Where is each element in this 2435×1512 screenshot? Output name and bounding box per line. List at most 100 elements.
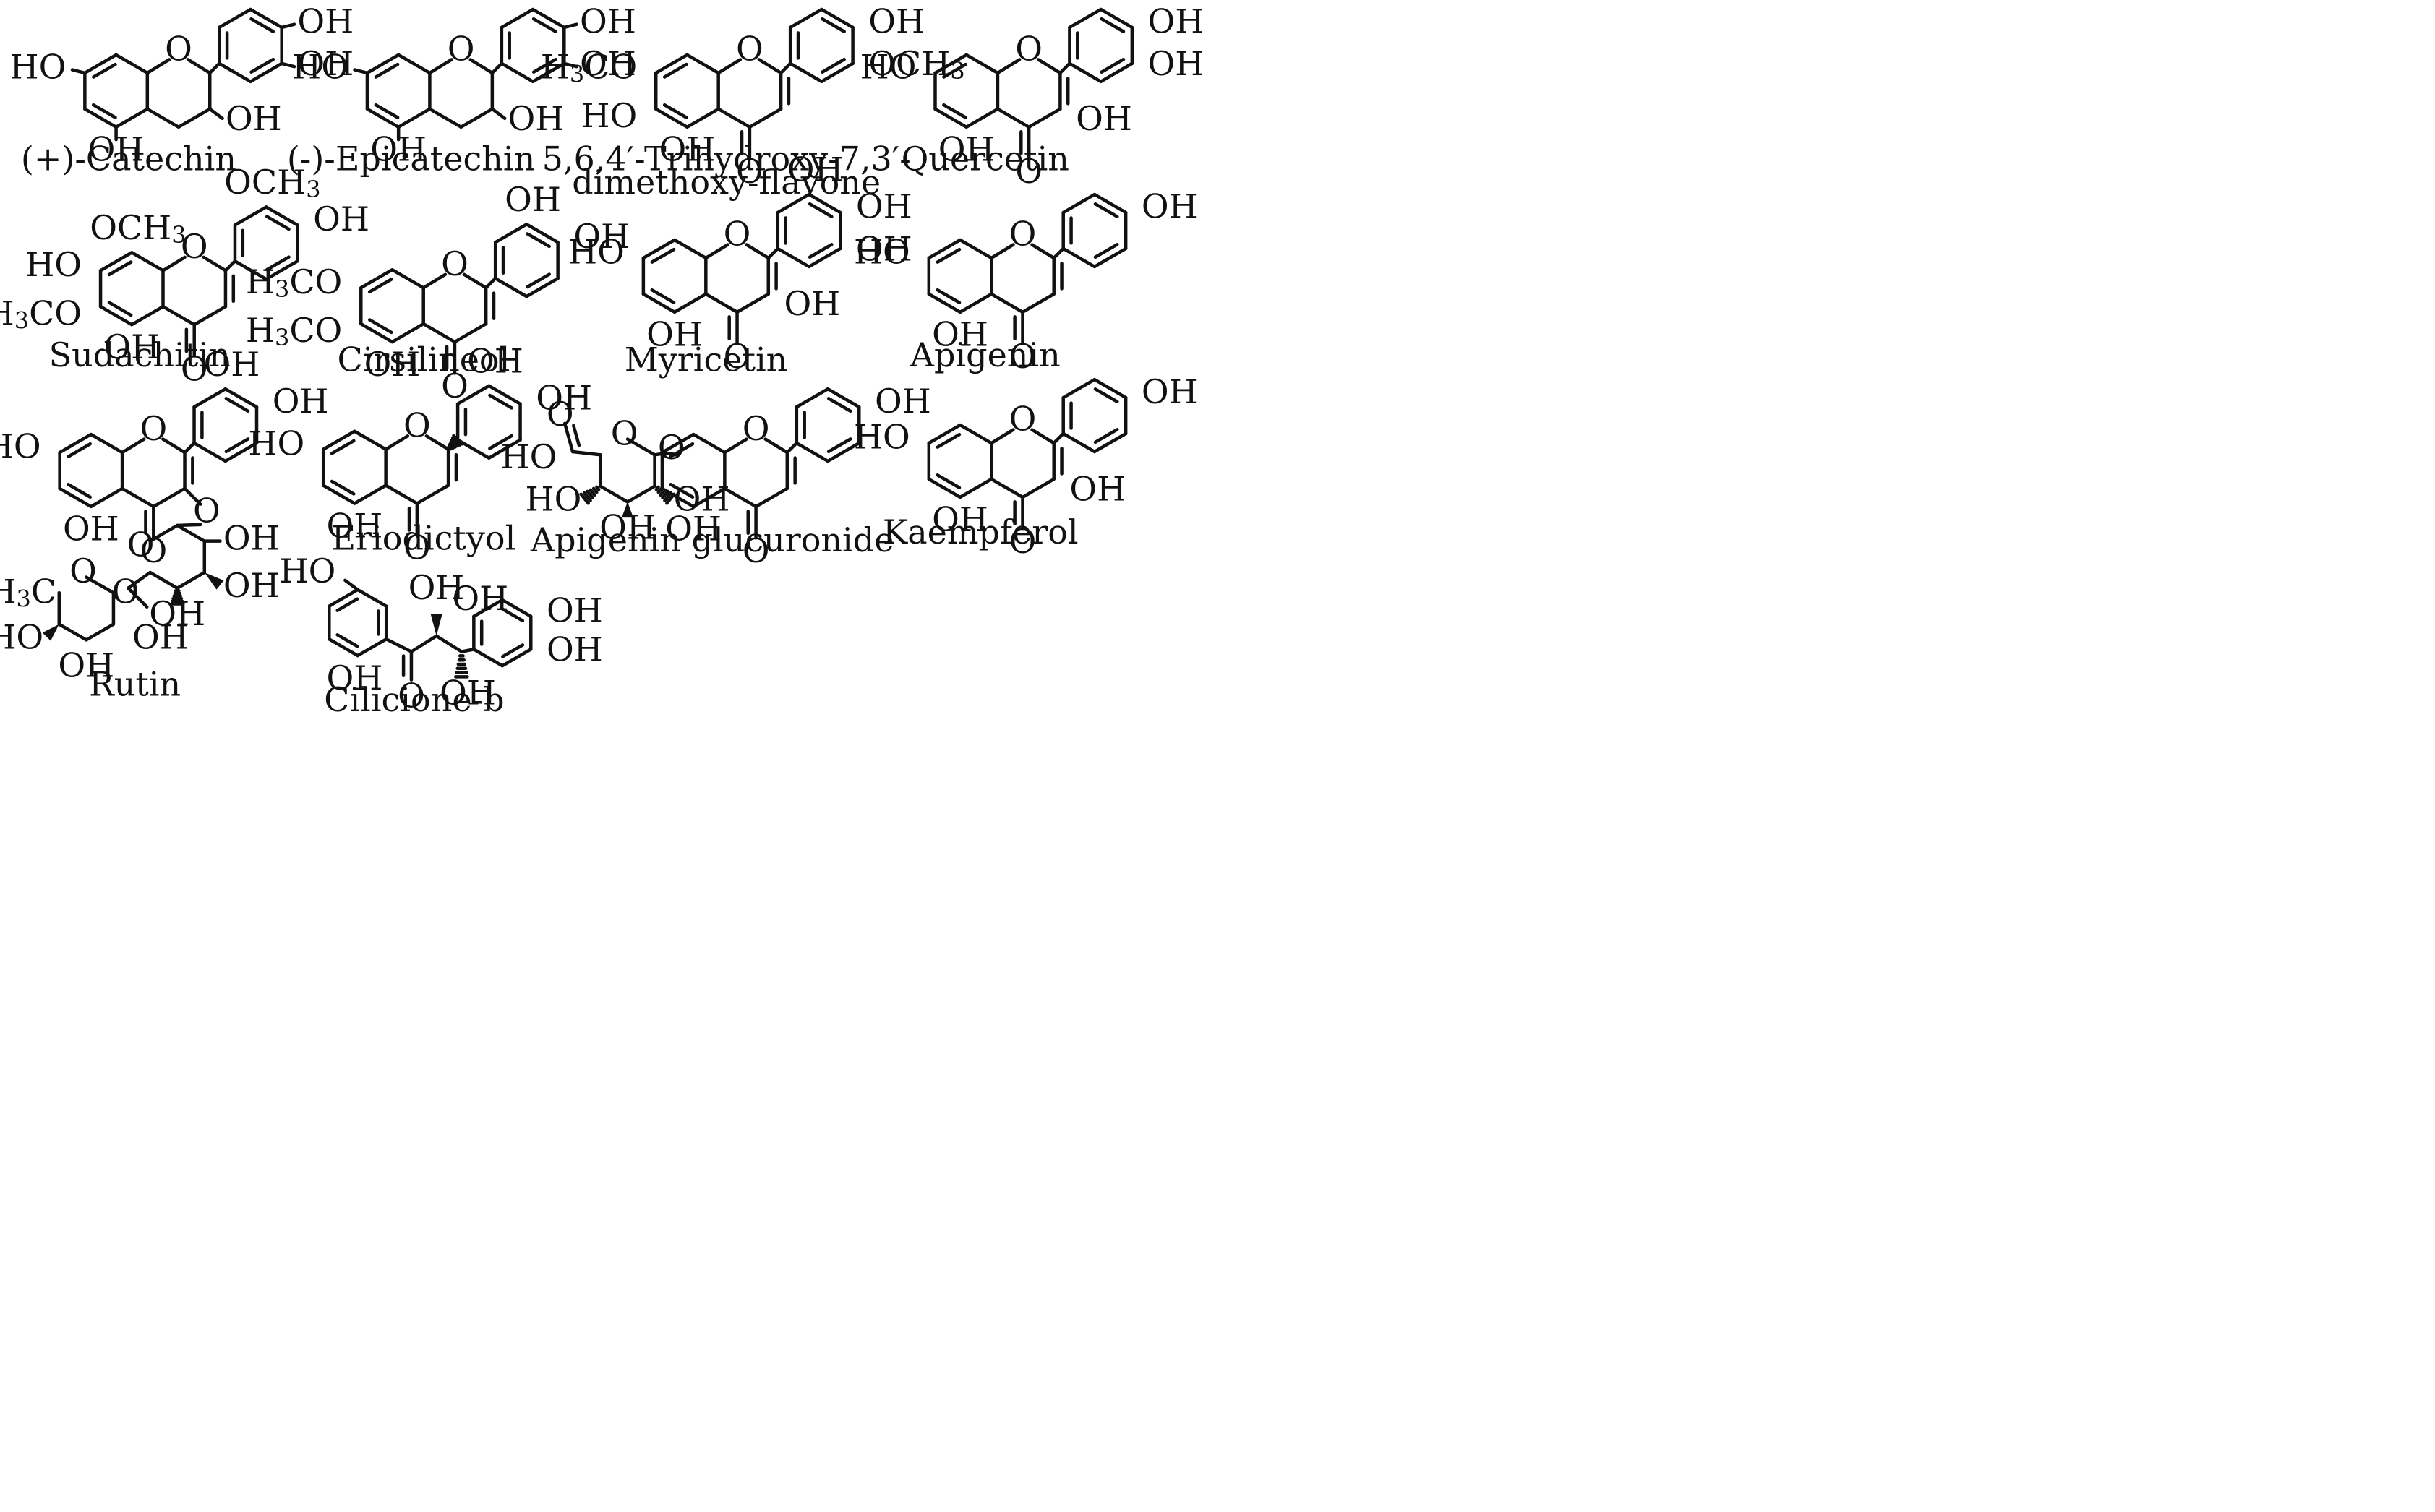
atom-label-oh3a: OH bbox=[204, 345, 260, 384]
ring-bond bbox=[788, 7, 823, 30]
atom-label-oh2r: OH bbox=[132, 617, 189, 656]
ring-bond bbox=[958, 423, 993, 445]
ring-bond bbox=[424, 434, 450, 451]
ring-bond-inner bbox=[107, 301, 133, 317]
ring-bond bbox=[233, 205, 268, 227]
atom-label-o1: O bbox=[403, 405, 431, 444]
atom-label-oh3a: OH bbox=[297, 2, 354, 41]
ring-bond bbox=[218, 61, 252, 84]
ring-bond bbox=[704, 292, 739, 314]
ring-bond bbox=[927, 292, 962, 314]
ring-bond bbox=[757, 58, 783, 75]
ring-bond bbox=[820, 7, 855, 30]
ring-bond bbox=[249, 61, 283, 84]
bond bbox=[1058, 61, 1071, 75]
ring-bond bbox=[990, 243, 1015, 260]
ring-bond bbox=[356, 637, 388, 658]
ring-bond bbox=[958, 292, 993, 314]
ring-bond bbox=[384, 434, 410, 451]
bond bbox=[1052, 431, 1065, 445]
ring-bond bbox=[321, 484, 356, 505]
atom-label-oh5: OH bbox=[938, 129, 995, 168]
bond bbox=[207, 107, 224, 121]
atom-label-oh4a: OH bbox=[1142, 372, 1198, 411]
ring-bond-inner bbox=[1093, 387, 1119, 403]
atom-label-oh3g: OH bbox=[223, 566, 280, 605]
ring-bond bbox=[500, 61, 535, 84]
bond bbox=[126, 570, 152, 590]
bond bbox=[280, 61, 296, 69]
atom-label-oh4b: OH bbox=[547, 630, 603, 669]
ring-bond bbox=[1027, 107, 1062, 129]
atom-label-o1: O bbox=[724, 215, 751, 254]
ring-bond bbox=[249, 7, 283, 30]
ring-bond bbox=[1068, 61, 1103, 84]
atom-label-ho3g: HO bbox=[526, 479, 582, 518]
ring-bond bbox=[152, 486, 187, 509]
ring-bond bbox=[58, 432, 93, 455]
atom-label-ho7: HO bbox=[854, 233, 910, 272]
ring-bond bbox=[1068, 7, 1103, 30]
ring-bond bbox=[85, 622, 116, 642]
ring-bond bbox=[175, 523, 207, 543]
ring-bond-inner bbox=[650, 247, 676, 264]
atom-label-oh5: OH bbox=[665, 510, 722, 549]
ring-bond bbox=[685, 107, 720, 129]
ring-bond bbox=[148, 570, 179, 590]
ring-bond bbox=[89, 486, 124, 509]
compound-name: Eriodictyol bbox=[332, 519, 516, 558]
ring-bond-inner bbox=[1093, 202, 1119, 218]
ring-bond-inner bbox=[936, 473, 962, 490]
ring-bond bbox=[807, 246, 842, 269]
bond bbox=[1052, 246, 1065, 260]
ring-bond-inner bbox=[335, 633, 359, 648]
ring-bond-inner bbox=[669, 483, 695, 499]
ring-bond-inner bbox=[335, 597, 359, 612]
atom-label-ho7: HO bbox=[248, 424, 304, 463]
ring-bond bbox=[807, 192, 842, 215]
ring-bond bbox=[672, 292, 708, 314]
atom-label-och3_8: OCH3 bbox=[90, 208, 186, 249]
bond bbox=[562, 61, 578, 69]
atom-label-h3co6: H3CO bbox=[246, 311, 342, 351]
ring-bond-inner bbox=[501, 643, 525, 658]
atom-label-o1: O bbox=[1009, 400, 1037, 439]
ring-bond bbox=[745, 243, 771, 260]
compound-name: (+)-Catechin bbox=[21, 139, 236, 179]
bond bbox=[57, 591, 61, 596]
ring-bond bbox=[459, 107, 495, 129]
atom-label-oh3: OH bbox=[226, 99, 282, 138]
ring-bond-inner bbox=[650, 288, 676, 304]
bond bbox=[343, 578, 360, 592]
bond bbox=[490, 107, 507, 121]
bond bbox=[484, 276, 497, 290]
atom-label-o6g: O bbox=[112, 572, 140, 611]
ring-bond bbox=[390, 267, 425, 290]
ring-bond-inner bbox=[1100, 17, 1126, 33]
ring-bond bbox=[98, 304, 134, 327]
atom-label-oh4a: OH bbox=[313, 199, 369, 239]
atom-label-oh3a: OH bbox=[787, 150, 844, 189]
atom-label-o1: O bbox=[736, 30, 763, 69]
atom-label-h3co7: H3CO bbox=[246, 262, 342, 303]
atom-label-ho7: HO bbox=[854, 418, 910, 457]
ring-bond bbox=[795, 387, 830, 409]
atom-label-og: O bbox=[127, 525, 155, 564]
compound-name: Apigenin glucuronide bbox=[530, 520, 894, 559]
atom-label-h3c: H3C bbox=[0, 572, 56, 612]
atom-label-oh5: OH bbox=[63, 510, 119, 549]
ring-bond-inner bbox=[531, 57, 557, 74]
ring-bond bbox=[990, 428, 1015, 445]
ring-bond bbox=[1099, 7, 1134, 30]
ring-bond bbox=[83, 53, 118, 75]
ring-bond bbox=[964, 107, 1000, 129]
ring-bond bbox=[1061, 377, 1097, 400]
hashed-bond bbox=[169, 589, 185, 606]
ring-bond bbox=[1021, 477, 1056, 499]
ring-bond bbox=[990, 477, 1024, 499]
atom-label-ho6: HO bbox=[581, 96, 637, 135]
ring-bond bbox=[390, 322, 425, 344]
ring-bond bbox=[421, 322, 457, 344]
